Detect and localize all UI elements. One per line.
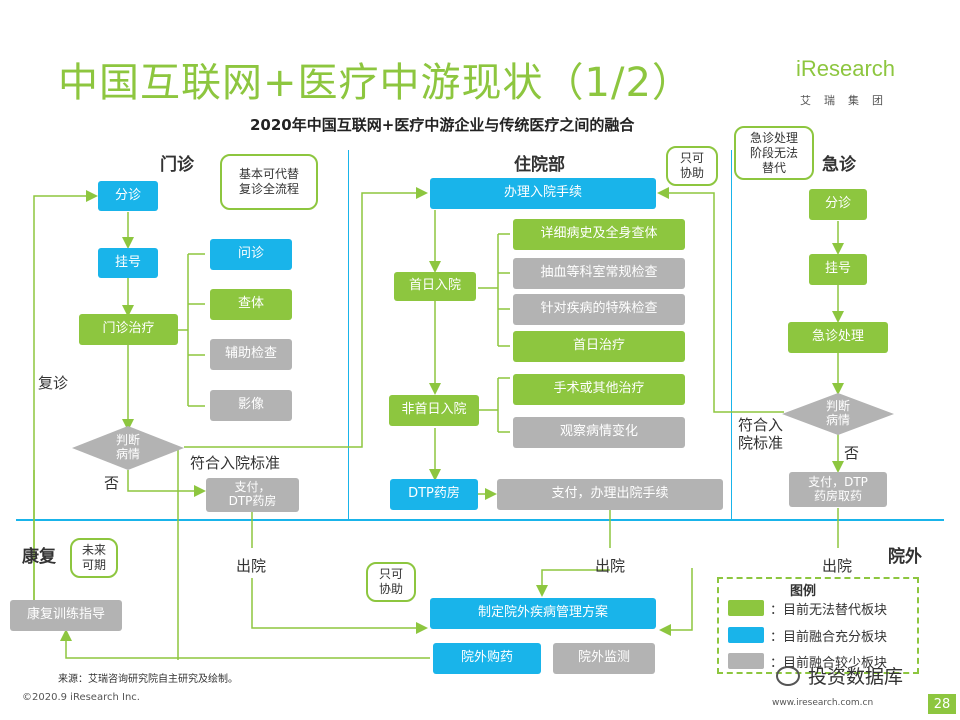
copyright: ©2020.9 iResearch Inc.	[22, 692, 140, 703]
inpatient-special: 针对疾病的特殊检查	[513, 294, 685, 325]
rehab-training: 康复训练指导	[10, 600, 122, 631]
legend-swatch-blue	[728, 627, 764, 643]
outpatient-pay: 支付， DTP药房	[206, 478, 299, 512]
callout-outside: 只可 协助	[366, 562, 416, 602]
outpatient-aux-exam: 辅助检查	[210, 339, 292, 370]
outpatient-judge-label: 判断 病情	[115, 433, 140, 461]
page-subtitle: 2020年中国互联网+医疗中游企业与传统医疗之间的融合	[250, 116, 635, 134]
page-number: 28	[928, 694, 956, 714]
emergency-no-label: 否	[844, 444, 860, 462]
divider-hospital-outside	[16, 519, 944, 521]
outpatient-exam: 查体	[210, 289, 292, 320]
inpatient-dtp: DTP药房	[390, 479, 478, 510]
emergency-triage: 分诊	[809, 189, 867, 220]
emergency-criteria-label: 符合入 院标准	[738, 416, 784, 452]
outpatient-revisit-label: 复诊	[38, 374, 69, 392]
legend-swatch-green	[728, 600, 764, 616]
emergency-handle: 急诊处理	[788, 322, 888, 353]
emergency-discharge-label: 出院	[822, 557, 853, 575]
legend-text-green: ：目前无法替代板块	[770, 603, 888, 618]
section-inpatient: 住院部	[514, 155, 565, 175]
emergency-judge-diamond	[782, 393, 894, 435]
inpatient-observe: 观察病情变化	[513, 417, 685, 448]
outside-plan: 制定院外疾病管理方案	[430, 598, 656, 629]
inpatient-day-treatment: 首日治疗	[513, 331, 685, 362]
inpatient-pay-discharge: 支付，办理出院手续	[497, 479, 723, 510]
legend-swatch-gray	[728, 653, 764, 669]
website-text: www.iresearch.com.cn	[772, 698, 874, 708]
legend-box	[717, 577, 919, 674]
outside-purchase: 院外购药	[433, 643, 541, 674]
emergency-pay: 支付，DTP 药房取药	[789, 472, 887, 507]
iresearch-logo: iResearch	[796, 56, 896, 81]
inpatient-blood: 抽血等科室常规检查	[513, 258, 685, 289]
callout-inpatient: 只可 协助	[666, 146, 718, 186]
outpatient-no-label: 否	[104, 474, 120, 492]
section-outpatient: 门诊	[160, 155, 194, 175]
watermark-text: 投资数据库	[808, 666, 904, 688]
outpatient-treatment: 门诊治疗	[79, 314, 178, 345]
outpatient-triage: 分诊	[98, 181, 158, 211]
inpatient-first-day: 首日入院	[394, 272, 476, 301]
inpatient-admission: 办理入院手续	[430, 178, 656, 209]
source-note: 来源：艾瑞咨询研究院自主研究及绘制。	[58, 674, 238, 685]
section-rehab: 康复	[22, 547, 56, 567]
legend-text-gray: ：目前融合较少板块	[770, 656, 888, 671]
page-title: 中国互联网+医疗中游现状（1/2）	[58, 60, 693, 106]
inpatient-surgery: 手术或其他治疗	[513, 374, 685, 405]
legend-title: 图例	[790, 584, 817, 599]
callout-rehab: 未来 可期	[70, 538, 118, 578]
emergency-judge-label: 判断 病情	[825, 399, 850, 427]
inpatient-discharge-label: 出院	[595, 557, 626, 575]
outpatient-judge-diamond	[72, 426, 184, 470]
section-outside: 院外	[888, 547, 922, 567]
outpatient-register: 挂号	[98, 248, 158, 278]
wechat-icon	[776, 666, 800, 686]
outside-monitor: 院外监测	[553, 643, 655, 674]
outpatient-criteria-label: 符合入院标准	[190, 454, 281, 472]
divider-inpatient-emergency	[731, 150, 732, 520]
callout-emergency: 急诊处理 阶段无法 替代	[734, 126, 814, 180]
outpatient-consult: 问诊	[210, 239, 292, 270]
outpatient-imaging: 影像	[210, 390, 292, 421]
inpatient-non-first-day: 非首日入院	[389, 395, 479, 426]
emergency-register: 挂号	[809, 254, 867, 285]
divider-outpatient-inpatient	[348, 150, 349, 520]
legend-text-blue: ：目前融合充分板块	[770, 630, 888, 645]
logo-subtitle: 艾瑞集团	[800, 94, 896, 107]
callout-outpatient: 基本可代替 复诊全流程	[220, 154, 318, 210]
inpatient-history: 详细病史及全身查体	[513, 219, 685, 250]
section-emergency: 急诊	[822, 155, 856, 175]
outpatient-discharge-label: 出院	[236, 557, 267, 575]
